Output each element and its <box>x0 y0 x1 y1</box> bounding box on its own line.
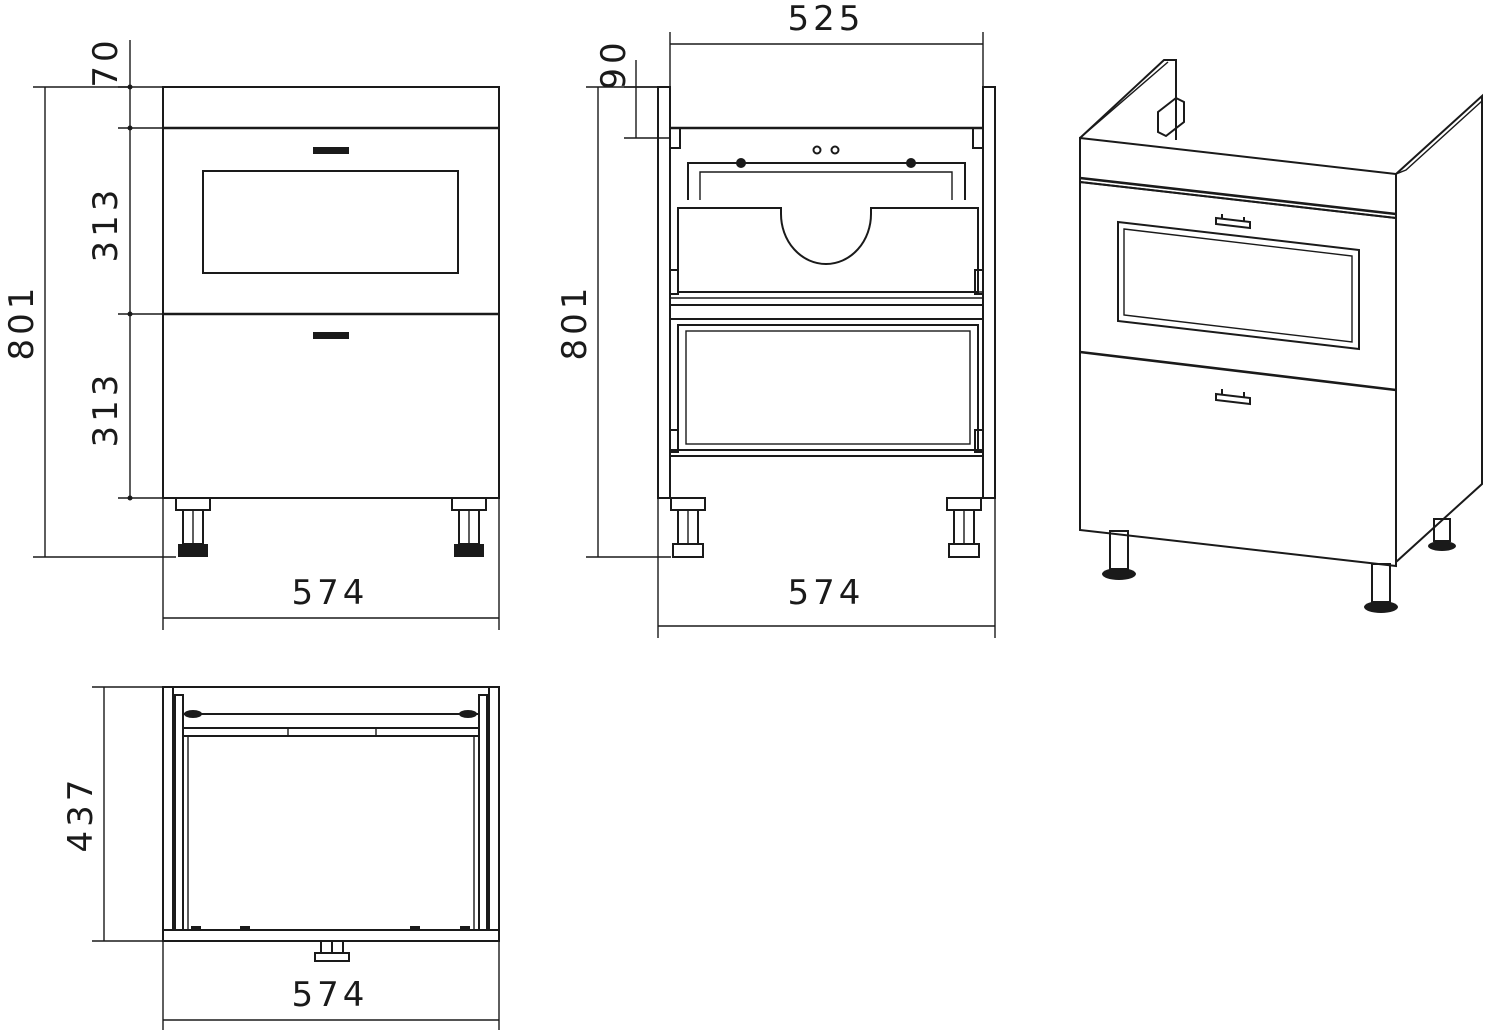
iso-front-face <box>1079 180 1397 568</box>
dim-top-gap-label: 90 <box>594 38 634 89</box>
dim-top-panel-label: 70 <box>86 36 126 87</box>
iso-top-rail <box>1079 136 1397 220</box>
upper-drawer-box-cutout <box>677 207 979 293</box>
top-view: 437 574 <box>61 686 500 1030</box>
inner-left-side-panel <box>657 86 671 499</box>
front-left-leg-icon <box>175 497 211 557</box>
iso-back-right-leg-icon <box>1428 518 1456 551</box>
siphon-frame <box>687 162 966 200</box>
top-view-back-rail <box>182 713 480 729</box>
iso-socket-icon <box>1157 96 1185 138</box>
dim-top-view-width-label: 574 <box>292 975 369 1015</box>
dim-inner-total-height-label: 801 <box>555 284 595 361</box>
isometric-view <box>1079 59 1483 613</box>
inner-right-leg-icon <box>946 497 982 558</box>
dim-front-width-label: 574 <box>292 573 369 613</box>
iso-front-right-leg-icon <box>1364 563 1398 613</box>
inner-view: 525 90 801 574 <box>555 0 996 638</box>
dim-lower-drawer-label: 313 <box>86 371 126 448</box>
dim-upper-drawer-label: 313 <box>86 186 126 263</box>
lower-drawer-box <box>677 324 979 451</box>
iso-lower-handle-icon <box>1215 389 1251 406</box>
lower-drawer-handle-icon <box>313 332 349 339</box>
dim-inner-width-outer-label: 574 <box>788 573 865 613</box>
top-view-outline <box>162 686 500 942</box>
dim-inner-width-label: 525 <box>788 0 865 39</box>
front-view: 70 313 313 801 574 <box>2 36 500 630</box>
dim-front-total-height-label: 801 <box>2 284 42 361</box>
dim-depth-label: 437 <box>61 776 101 853</box>
iso-upper-handle-icon <box>1215 214 1251 230</box>
iso-drawer-split-line <box>1079 350 1397 392</box>
top-view-handle-icon <box>314 940 350 962</box>
iso-front-left-leg-icon <box>1102 530 1136 580</box>
iso-back-panel <box>1079 59 1177 140</box>
upper-drawer-window <box>202 170 459 274</box>
front-right-leg-icon <box>451 497 487 557</box>
upper-drawer-handle-icon <box>313 147 349 154</box>
inner-left-leg-icon <box>670 497 706 558</box>
iso-upper-drawer-window <box>1117 220 1360 351</box>
inner-right-side-panel <box>982 86 996 499</box>
iso-right-side-panel <box>1395 93 1483 565</box>
front-cabinet-body <box>162 86 500 499</box>
top-view-front-panel <box>162 929 500 942</box>
